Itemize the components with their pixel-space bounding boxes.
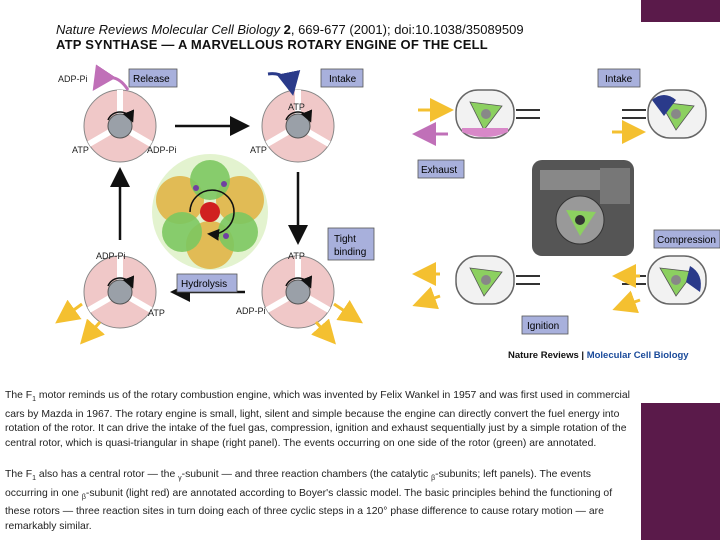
yellow-arrow-br-2 bbox=[333, 300, 363, 324]
subunit-bottom-left bbox=[83, 255, 157, 329]
release-label-box bbox=[128, 68, 178, 88]
intake-label: Intake bbox=[329, 74, 357, 85]
subunit-top-left bbox=[83, 89, 157, 163]
yellow-arrow-bl-2 bbox=[80, 318, 105, 345]
ignition-label-box bbox=[521, 315, 569, 335]
tight-binding-label-2: binding bbox=[334, 247, 366, 258]
adp-pi-label-br: ADP-Pi bbox=[236, 306, 266, 316]
release-arrow bbox=[92, 64, 130, 91]
release-label: Release bbox=[133, 74, 170, 85]
tight-binding-label-box bbox=[327, 227, 375, 261]
adp-pi-label-bl: ADP-Pi bbox=[96, 251, 126, 261]
engine-chamber-top-left bbox=[455, 89, 515, 139]
caption-paragraph-1: The F1 motor reminds us of the rotary co… bbox=[5, 390, 630, 449]
credit-title: Molecular Cell Biology bbox=[587, 350, 690, 361]
adp-pi-label-tl: ADP-Pi bbox=[58, 74, 88, 84]
accent-bar-side bbox=[641, 403, 720, 540]
atp-label-tr2: ATP bbox=[250, 145, 267, 155]
credit-separator: | bbox=[579, 350, 587, 361]
atp-label-tr1: ATP bbox=[288, 102, 305, 112]
compression-label-box bbox=[653, 229, 720, 249]
compression-label: Compression bbox=[657, 235, 716, 246]
accent-bar-top bbox=[641, 0, 720, 22]
citation: Nature Reviews Molecular Cell Biology 2,… bbox=[56, 22, 524, 37]
tight-binding-label-1: Tight bbox=[334, 234, 356, 245]
citation-journal: Nature Reviews Molecular Cell Biology bbox=[56, 22, 280, 37]
atp-label-tl: ATP bbox=[72, 145, 89, 155]
intake-label-right: Intake bbox=[605, 74, 633, 85]
left-panel: Release Intake Tight binding Hydrolysis … bbox=[55, 64, 375, 345]
figure: Release Intake Tight binding Hydrolysis … bbox=[55, 64, 720, 361]
intake-label-box-right bbox=[597, 68, 641, 88]
subunit-bottom-right bbox=[261, 255, 335, 329]
engine-chamber-top-right bbox=[647, 89, 707, 139]
citation-volume: 2 bbox=[283, 22, 291, 37]
hydrolysis-label-box bbox=[176, 273, 238, 293]
page-title: ATP SYNTHASE — A MARVELLOUS ROTARY ENGIN… bbox=[56, 37, 488, 52]
subunit-top-right bbox=[261, 89, 335, 163]
citation-rest: , 669-677 (2001); doi:10.1038/35089509 bbox=[290, 22, 524, 37]
credit-journal: Nature Reviews bbox=[508, 350, 579, 361]
yellow-arrow-engine-br2 bbox=[612, 290, 641, 314]
figure-credit: Nature Reviews | Molecular Cell Biology bbox=[508, 350, 689, 361]
caption-paragraph-2: The F1 also has a central rotor — the γ-… bbox=[5, 469, 613, 532]
exhaust-label: Exhaust bbox=[421, 165, 457, 176]
exhaust-label-box bbox=[417, 159, 465, 179]
right-panel: Intake Exhaust Compression Ignition Natu… bbox=[412, 68, 720, 361]
engine-chamber-bottom-left bbox=[455, 255, 515, 305]
hydrolysis-label: Hydrolysis bbox=[181, 279, 227, 290]
adp-pi-label-tl2: ADP-Pi bbox=[147, 145, 177, 155]
intake-label-box bbox=[320, 68, 364, 88]
atp-label-br: ATP bbox=[288, 251, 305, 261]
engine-chamber-bottom-right bbox=[647, 255, 707, 305]
engine-photo bbox=[532, 160, 634, 256]
yellow-arrow-engine-bl bbox=[412, 286, 441, 310]
ignition-label: Ignition bbox=[527, 321, 559, 332]
protein-structure-image bbox=[152, 154, 268, 270]
atp-label-bl: ATP bbox=[148, 308, 165, 318]
yellow-arrow-bl-1 bbox=[55, 299, 83, 324]
intake-arrow bbox=[267, 69, 301, 96]
yellow-arrow-br-1 bbox=[311, 318, 336, 345]
